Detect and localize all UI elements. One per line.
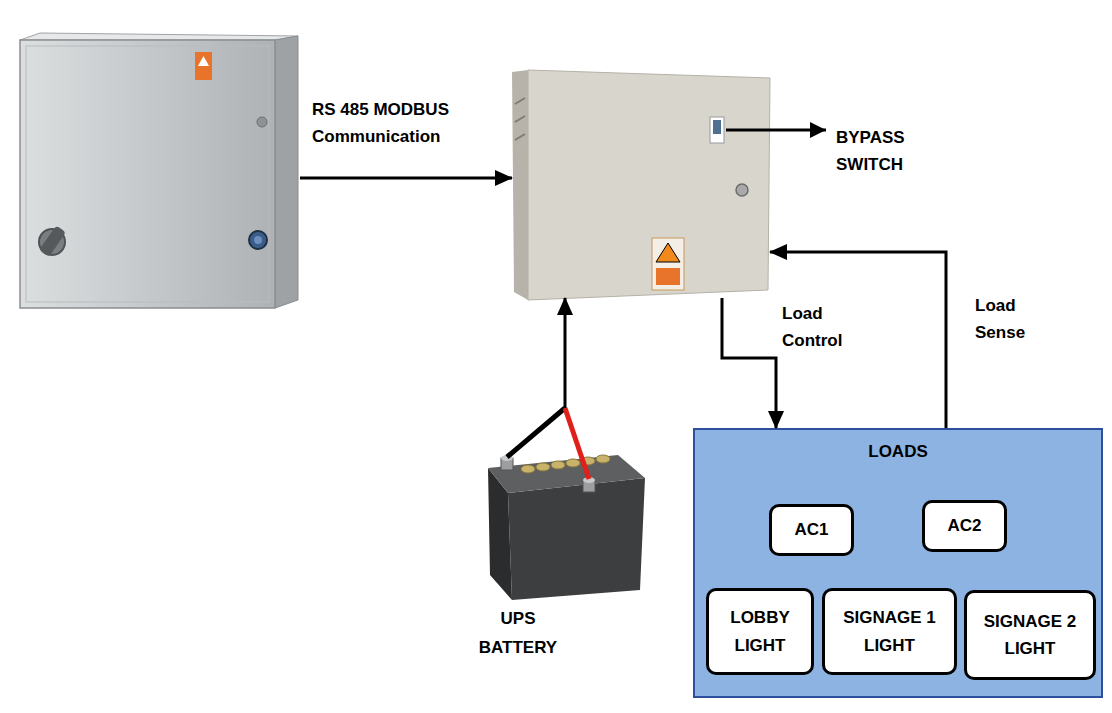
loads-group: LOADS AC1 AC2LOBBY LIGHT SIGNAGE 1 LIGHT SIG… — [693, 428, 1103, 698]
node-text: SIGNAGE 2 LIGHT — [975, 608, 1085, 662]
load-box: AC2 — [922, 500, 1007, 552]
bypass-leader — [726, 129, 826, 132]
controller-photo — [512, 70, 770, 300]
connector-arrow — [300, 177, 512, 180]
node-text: UPS BATTERY — [470, 604, 566, 664]
node-text: LOADS — [695, 442, 1101, 462]
node-text: LOBBY LIGHT — [717, 604, 803, 658]
connector-arrow — [722, 298, 776, 428]
edge-label: RS 485 MODBUS Communication — [312, 96, 472, 150]
load-box: AC1 — [769, 504, 854, 556]
connector-arrow — [564, 298, 567, 408]
edge-label: Load Sense — [975, 292, 1033, 346]
node-text: SIGNAGE 1 LIGHT — [833, 604, 946, 658]
cabinet-photo — [20, 33, 298, 308]
node-text: AC2 — [947, 512, 981, 539]
control-cabinet — [15, 35, 300, 310]
controller-enclosure — [512, 70, 770, 298]
battery-illustration — [488, 408, 645, 600]
ups-battery: UPS BATTERY — [470, 408, 645, 663]
edge-label: Load Control — [782, 300, 862, 354]
connector-arrow — [770, 252, 946, 428]
load-box: SIGNAGE 1 LIGHT — [822, 588, 957, 675]
load-box: SIGNAGE 2 LIGHT — [964, 590, 1096, 680]
callout-label: BYPASS SWITCH — [836, 124, 936, 178]
load-box: LOBBY LIGHT — [706, 588, 814, 675]
node-text: AC1 — [794, 516, 828, 543]
